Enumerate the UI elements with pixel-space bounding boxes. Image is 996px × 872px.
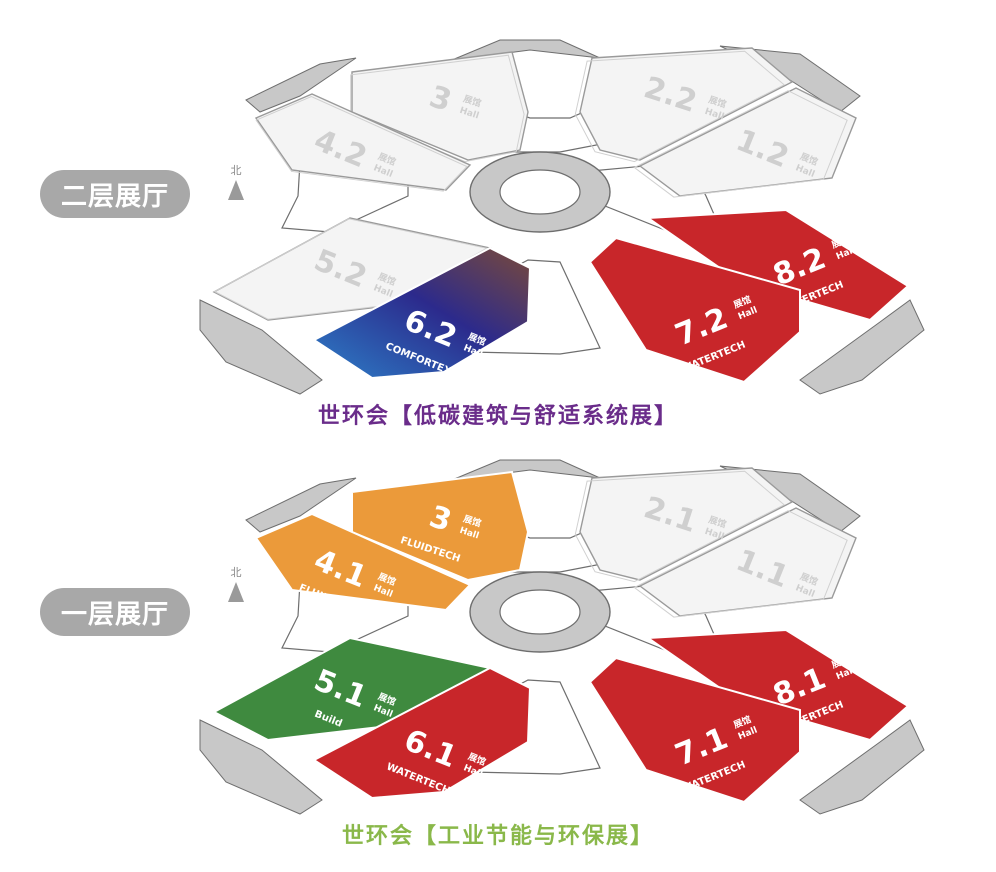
hall-inner-outline <box>633 510 848 618</box>
walkway-ramp <box>199 719 323 815</box>
walkway-ramp <box>799 299 925 395</box>
hall-shape <box>254 93 472 191</box>
walkway-ramp <box>199 299 323 395</box>
walkway-ramp <box>245 57 357 113</box>
north-arrow-icon: 北 <box>228 164 244 200</box>
hall-shape <box>638 87 857 197</box>
north-label: 北 <box>231 566 242 579</box>
hall-shape <box>638 507 857 617</box>
north-label: 北 <box>231 164 242 177</box>
hall-inner-outline <box>574 470 786 583</box>
walkway-ramp <box>799 719 925 815</box>
hall-shape <box>579 47 794 161</box>
hall-shape <box>312 666 532 800</box>
central-plaza-core <box>499 169 581 215</box>
floor-1-caption: 世环会【工业节能与环保展】 <box>341 824 654 849</box>
hall-shape <box>254 512 472 612</box>
floor-1-label: 一层展厅 <box>40 588 190 636</box>
hall-inner-outline <box>633 90 848 198</box>
hall-shape <box>588 656 801 804</box>
north-arrow-icon: 北 <box>228 566 244 602</box>
hall-inner-outline <box>255 96 468 192</box>
floor-2-label: 二层展厅 <box>40 170 190 218</box>
central-plaza-core <box>499 589 581 635</box>
hall-inner-outline <box>574 50 786 163</box>
walkway-ramp <box>245 477 357 533</box>
hall-shape <box>588 236 801 384</box>
hall-shape <box>579 467 794 581</box>
hall-shape <box>312 246 532 380</box>
floor-2-caption: 世环会【低碳建筑与舒适系统展】 <box>317 404 678 429</box>
